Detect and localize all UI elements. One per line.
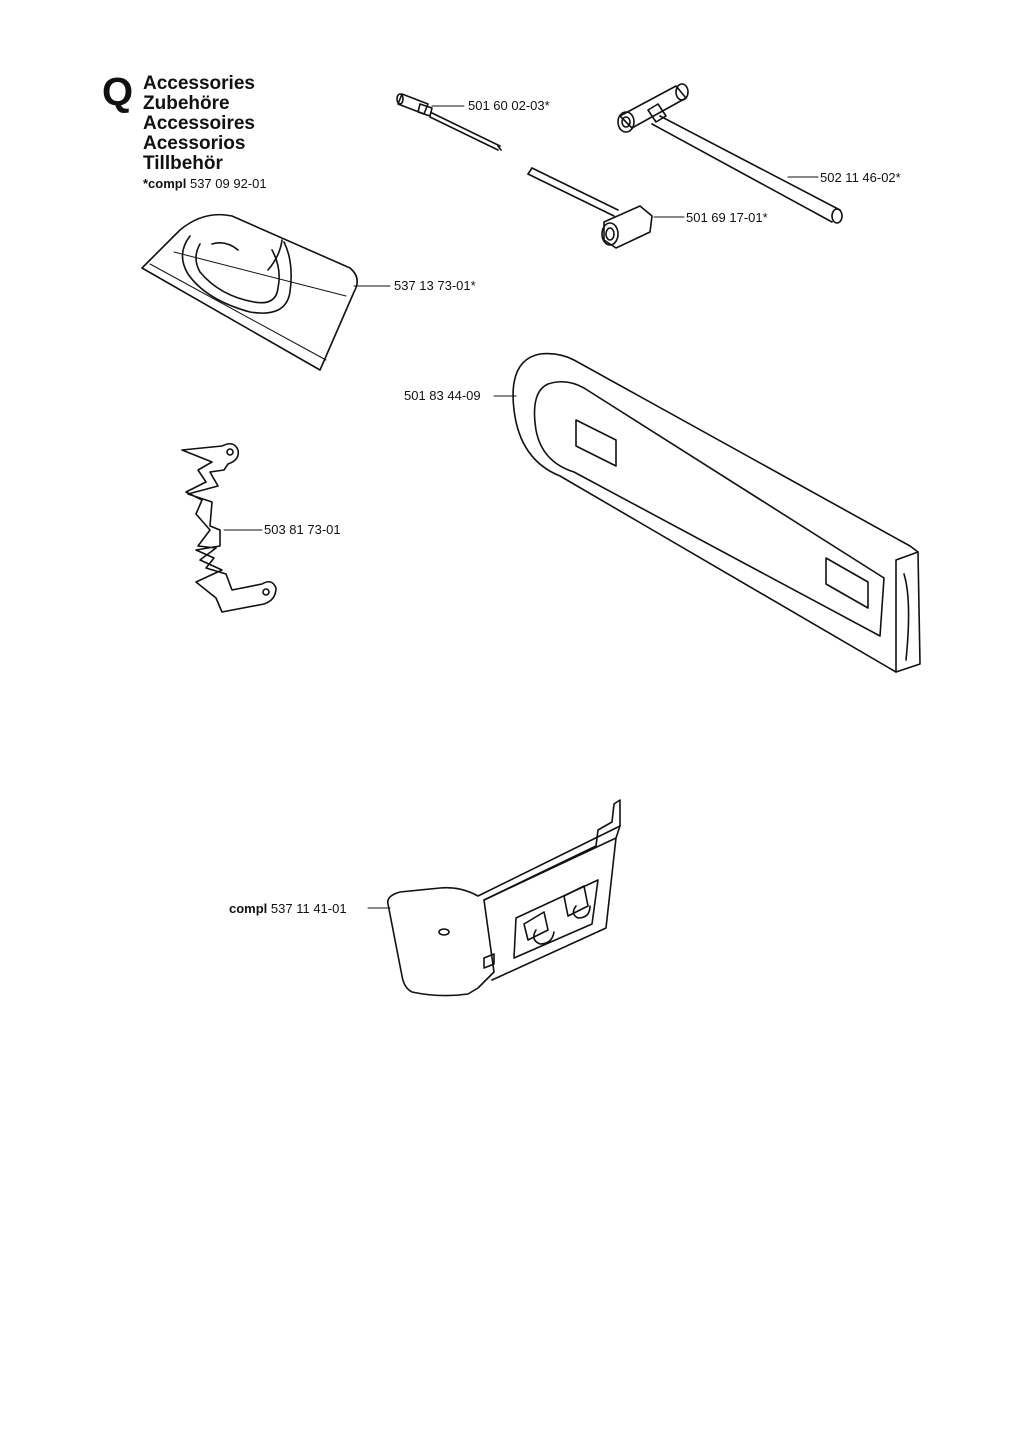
compl-note-prefix: *compl [143, 176, 187, 191]
part-label-bar-guard: 501 83 44-09 [404, 388, 481, 403]
part-label-clutch-cover: compl 537 11 41-01 [229, 901, 347, 917]
clutch-cover-prefix: compl [229, 901, 268, 916]
part-label-screwdriver: 501 60 02-03* [468, 98, 550, 113]
title-english: Accessories [143, 73, 255, 94]
title-german: Zubehöre [143, 93, 230, 114]
title-swedish: Tillbehör [143, 153, 223, 174]
part-label-spur-plate: 503 81 73-01 [264, 522, 341, 537]
part-label-t-wrench: 502 11 46-02* [820, 170, 901, 185]
bar-guard-drawing [493, 352, 921, 673]
bag-drawing [141, 213, 391, 371]
socket-wrench-drawing [527, 167, 685, 249]
title-french: Accessoires [143, 113, 255, 134]
part-label-socket-wrench: 501 69 17-01* [686, 210, 768, 225]
part-label-bag: 537 13 73-01* [394, 278, 476, 293]
compl-note: *compl 537 09 92-01 [143, 176, 267, 191]
t-wrench-drawing [617, 83, 843, 224]
spur-plate-drawing [181, 442, 277, 613]
screwdriver-drawing [396, 93, 502, 151]
title-portuguese: Acessorios [143, 133, 246, 154]
section-titles: Accessories Zubehöre Accessoires Acessor… [143, 74, 255, 174]
clutch-cover-drawing [367, 799, 621, 997]
clutch-cover-number: 537 11 41-01 [270, 901, 347, 916]
compl-note-number: 537 09 92-01 [189, 176, 267, 191]
section-letter: Q [102, 70, 134, 114]
